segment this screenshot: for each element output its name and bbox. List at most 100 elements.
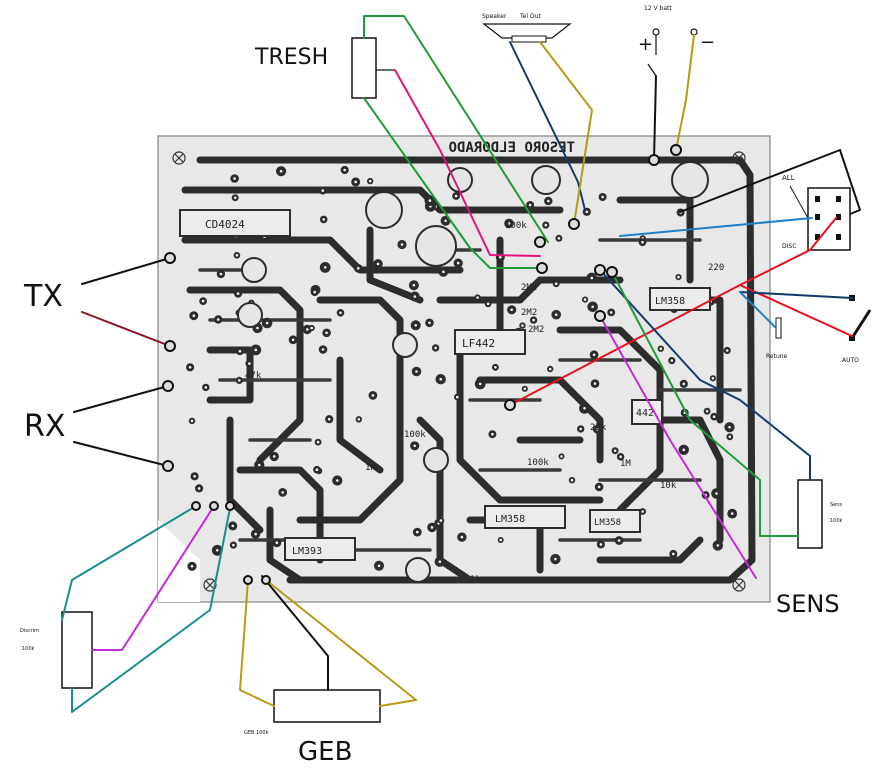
pcb-pad-hole: [400, 243, 404, 246]
sens-pot: Sens 100k SENS: [776, 479, 843, 618]
pcb-pad-hole: [705, 409, 709, 413]
wire-tx-1: [81, 257, 171, 285]
wire-navy-sens: [599, 269, 811, 481]
ic-label: LM358: [495, 514, 525, 525]
pcb-pad-hole: [444, 219, 447, 222]
speaker-label: Speaker: [482, 13, 507, 20]
pcb-pad-hole: [315, 468, 319, 472]
wire-switch-1: [839, 149, 861, 215]
pcb-pad-hole: [491, 432, 494, 436]
retune-label: Retune: [766, 353, 788, 360]
pcb-pad-hole: [233, 177, 236, 180]
ic-lm393: LM393: [284, 537, 356, 561]
wire-batt-plus: [653, 75, 657, 161]
ic-lm358-c: LM358: [589, 509, 641, 533]
pcb-pad-hole: [438, 560, 442, 563]
comp-label: 100k: [505, 221, 527, 231]
ic-label: LM393: [292, 546, 322, 557]
pcb-pad-hole: [343, 168, 347, 172]
pcb-pad-hole: [499, 538, 503, 542]
pcb-pad-hole: [248, 362, 251, 365]
pcb-pad-hole: [670, 359, 674, 362]
pcb-pad-hole: [414, 324, 418, 327]
minus-label: −: [700, 32, 715, 53]
transistors: [237, 161, 709, 583]
pcb-pad-hole: [197, 487, 201, 490]
pcb-pad-hole: [641, 510, 644, 513]
pcb-pad-hole: [377, 564, 381, 568]
comp-label: 100k: [404, 430, 426, 440]
pcb-pad-hole: [601, 195, 604, 199]
pcb-pad-hole: [316, 440, 320, 444]
tel-out-label: Tel Out: [519, 13, 541, 20]
wire-geb-wiper: [261, 575, 329, 691]
pcb-pad-hole: [460, 535, 464, 539]
pcb-pad-hole: [275, 541, 279, 544]
terminal-pads: [162, 144, 682, 585]
pcb-pad-hole: [190, 419, 194, 423]
pcb-pad-hole: [641, 240, 644, 244]
pcb-pad-hole: [188, 366, 192, 369]
pcb-pad-hole: [579, 427, 582, 431]
pcb-pad-hole: [428, 199, 432, 202]
comp-label: 10k: [660, 481, 677, 491]
pcb-pad-hole: [712, 415, 716, 419]
pcb-pad-hole: [193, 475, 196, 478]
pcb-pad-hole: [619, 455, 622, 459]
pcb-pad-hole: [596, 428, 599, 431]
pcb-pad-hole: [554, 557, 557, 561]
pcb-pad-hole: [232, 543, 235, 547]
battery-terminals: 12 V batt + −: [638, 5, 715, 77]
ic-cd4024: CD4024: [179, 209, 291, 237]
comp-label: 100k: [527, 458, 549, 468]
pcb-pad-hole: [599, 543, 603, 546]
pcb-pad-hole: [415, 370, 418, 373]
pcb-pad-hole: [233, 196, 237, 199]
sens-label: SENS: [776, 590, 840, 618]
wire-teal-discrim-2: [71, 507, 231, 713]
pcb-pad-hole: [376, 262, 380, 266]
pcb-pad-hole: [532, 318, 535, 322]
wire-green-sens: [611, 271, 799, 537]
battery-label: 12 V batt: [644, 5, 672, 12]
pcb-pad-hole: [238, 379, 241, 382]
wire-green-tresh-2: [363, 97, 543, 269]
pcb-pad-hole: [454, 194, 458, 198]
discrim-label: Discrim: [20, 628, 39, 634]
pcb-pad-hole: [428, 321, 431, 325]
pcb-pad-hole: [486, 302, 490, 306]
pcb-pad-hole: [548, 367, 552, 371]
pcb-pad-hole: [677, 275, 680, 279]
pcb-pad-hole: [728, 435, 732, 439]
wire-speaker-2: [539, 41, 593, 225]
ic-442: 442: [631, 399, 663, 425]
pcb-pad-hole: [357, 267, 360, 270]
wire-switch-2: [679, 149, 841, 213]
comp-label: 1M: [620, 459, 631, 469]
ic-label: LM358: [594, 518, 621, 528]
pcb-pad-hole: [672, 552, 675, 556]
pcb-pad-hole: [310, 326, 314, 330]
pcb-pad-hole: [583, 407, 586, 410]
mode-switch: ALL DISC: [782, 174, 851, 251]
pcb-traces: [181, 156, 756, 584]
pcb-pad-hole: [231, 524, 235, 528]
wire-magenta-tresh: [394, 69, 541, 257]
comp-label: 1N: [365, 463, 376, 473]
pcb-pad-hole: [325, 331, 328, 335]
pcb-pad-hole: [336, 479, 339, 482]
comp-label: 22k: [590, 423, 607, 433]
pcb-pad-hole: [510, 308, 513, 312]
pcb-pad-hole: [478, 382, 482, 386]
pcb-pad-hole: [544, 223, 548, 227]
pcb-pad-hole: [313, 290, 317, 294]
pcb-pad-hole: [523, 387, 527, 391]
pcb-pad-hole: [682, 382, 686, 386]
pcb-pad-hole: [339, 311, 342, 315]
pcb-pad-hole: [371, 394, 375, 397]
pcb-pad-hole: [216, 549, 219, 552]
pcb-pad-hole: [609, 311, 613, 314]
pcb-pad-hole: [494, 366, 497, 369]
ic-label: CD4024: [205, 218, 245, 231]
